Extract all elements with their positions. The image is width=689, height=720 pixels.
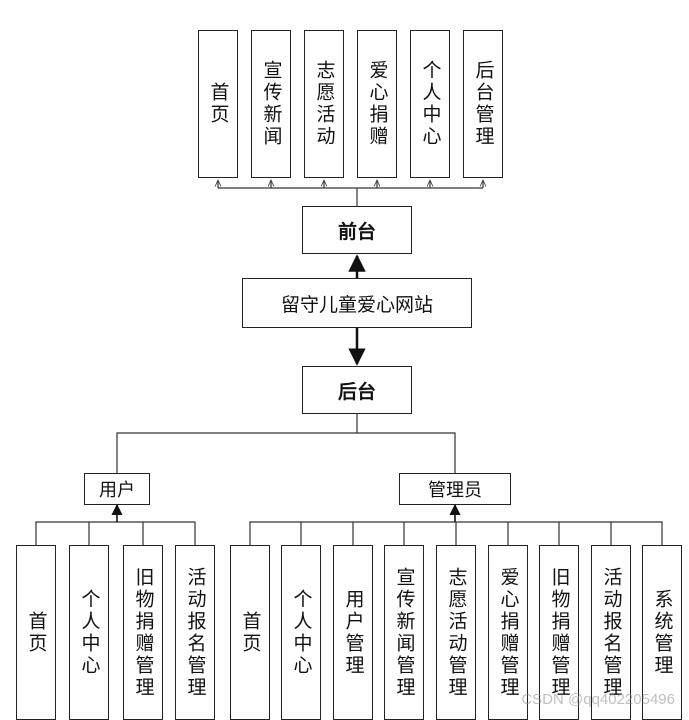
- frontend-module-admin: 后台管理: [463, 30, 503, 178]
- admin-bus: [249, 521, 663, 545]
- admin-module-personal: 个人中心: [281, 545, 321, 720]
- frontend-node: 前台: [302, 206, 412, 254]
- frontend-module-personal: 个人中心: [410, 30, 450, 178]
- admin-module-user-mgmt: 用户管理: [333, 545, 373, 720]
- frontend-module-news: 宣传新闻: [251, 30, 291, 178]
- backend-node: 后台: [302, 366, 412, 414]
- frontend-module-volunteer: 志愿活动: [304, 30, 344, 178]
- user-module-activity-signup: 活动报名管理: [175, 545, 215, 720]
- backend-split: [116, 414, 456, 473]
- admin-module-activity-signup-mgmt: 活动报名管理: [591, 545, 631, 720]
- admin-module-home: 首页: [230, 545, 270, 720]
- user-module-olditem-donation: 旧物捐赠管理: [123, 545, 163, 720]
- user-bus: [35, 521, 196, 545]
- admin-module-news-mgmt: 宣传新闻管理: [384, 545, 424, 720]
- frontend-module-donation: 爱心捐赠: [357, 30, 397, 178]
- admin-module-volunteer-mgmt: 志愿活动管理: [436, 545, 476, 720]
- user-module-personal: 个人中心: [69, 545, 109, 720]
- root-node: 留守儿童爱心网站: [242, 278, 472, 328]
- admin-node: 管理员: [399, 473, 511, 505]
- frontend-module-home: 首页: [198, 30, 238, 178]
- watermark-text: CSDN @qq402205496: [521, 691, 675, 708]
- admin-module-olditem-mgmt: 旧物捐赠管理: [539, 545, 579, 720]
- user-node: 用户: [84, 473, 150, 505]
- admin-module-donation-mgmt: 爱心捐赠管理: [488, 545, 528, 720]
- admin-module-system-mgmt: 系统管理: [642, 545, 682, 720]
- user-module-home: 首页: [16, 545, 56, 720]
